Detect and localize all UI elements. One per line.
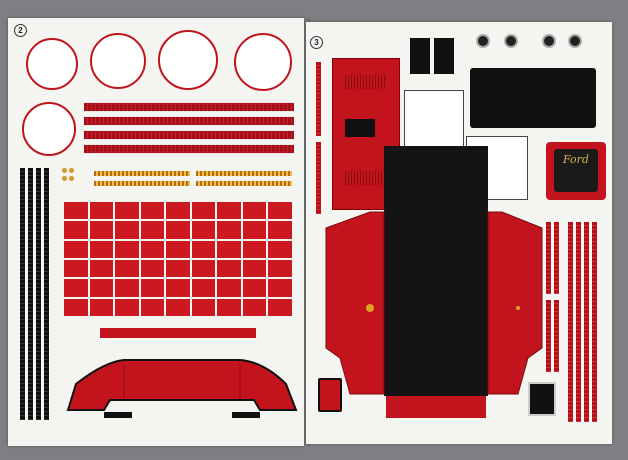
red-strip-vertical: [546, 300, 551, 372]
wheel-ring-part: [90, 33, 146, 89]
book-gutter: [300, 18, 310, 446]
red-floor-part: [386, 396, 486, 418]
red-strip-vertical: [584, 222, 589, 422]
gold-trim-strip: [94, 171, 190, 176]
red-strip-vertical: [316, 142, 321, 214]
black-window-part: [434, 38, 454, 74]
black-body-part: [384, 146, 488, 396]
red-strip-vertical: [546, 222, 551, 294]
lamp-dot-part: [504, 34, 518, 48]
red-strip-vertical: [576, 222, 581, 422]
black-tire-strip: [20, 168, 25, 420]
page-number-left: 2: [14, 24, 27, 37]
lamp-dot-part: [542, 34, 556, 48]
gold-trim-strip: [196, 181, 292, 186]
black-window-part: [410, 38, 430, 74]
gold-trim-strip: [196, 171, 292, 176]
red-strip-part: [84, 130, 294, 140]
right-page: 3 Ford: [306, 22, 612, 444]
ford-logo-text: Ford: [554, 149, 598, 192]
black-tire-strip: [44, 168, 49, 420]
red-strip-vertical: [554, 222, 559, 294]
red-tile-grid: [64, 202, 292, 316]
black-tire-strip: [28, 168, 33, 420]
lamp-dot-part: [476, 34, 490, 48]
page-number-right: 3: [310, 36, 323, 49]
black-roof-part: [470, 68, 596, 128]
wheel-ring-part: [234, 33, 292, 91]
red-bar-part: [100, 328, 256, 338]
wheel-ring-part: [158, 30, 218, 90]
lamp-dot-part: [568, 34, 582, 48]
white-outline-part: [404, 90, 464, 148]
red-strip-vertical: [568, 222, 573, 422]
left-page: 2: [8, 18, 304, 446]
red-strip-part: [84, 116, 294, 126]
wheel-ring-part: [22, 102, 76, 156]
ford-logo-part: Ford: [546, 142, 606, 200]
small-black-box-part: [528, 382, 556, 416]
wheel-ring-part: [26, 38, 78, 90]
red-strip-vertical: [316, 62, 321, 136]
red-strip-part: [84, 144, 294, 154]
right-side-panel-part: [487, 211, 543, 395]
black-tire-strip: [36, 168, 41, 420]
fender-part: [66, 359, 298, 418]
small-gold-pieces: [62, 168, 76, 184]
red-strip-part: [84, 102, 294, 112]
red-strip-vertical: [592, 222, 597, 422]
gold-trim-strip: [94, 181, 190, 186]
left-side-panel-part: [325, 211, 385, 395]
small-red-box-part: [318, 378, 342, 412]
red-strip-vertical: [554, 300, 559, 372]
